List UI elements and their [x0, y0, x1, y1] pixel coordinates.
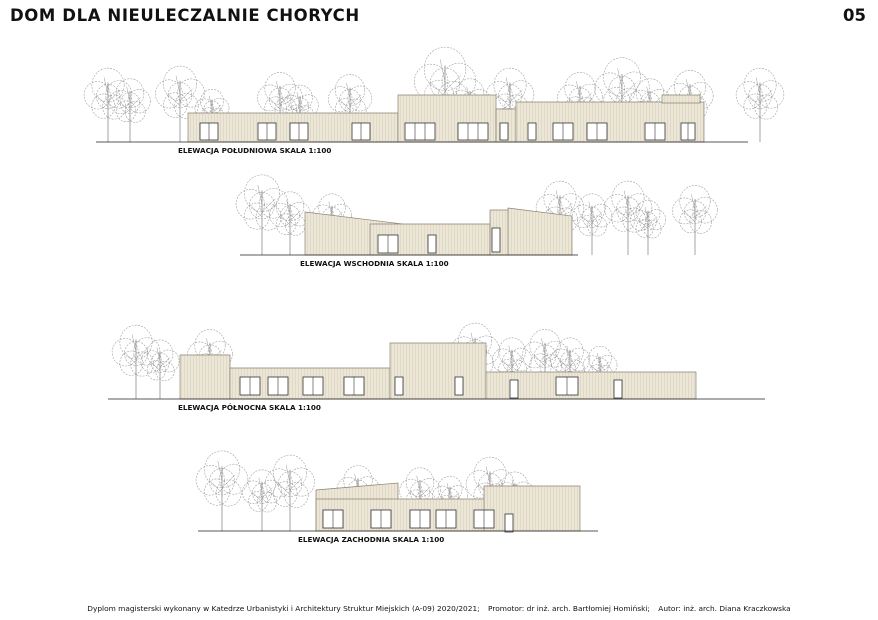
window: [239, 376, 261, 396]
window: [199, 122, 219, 141]
facade-block: [515, 101, 705, 143]
window: [427, 234, 437, 254]
footer-promoter: Promotor: dr inż. arch. Bartłomiej Homiń…: [488, 604, 650, 613]
window: [351, 122, 371, 141]
window: [504, 513, 514, 533]
window: [527, 122, 537, 141]
window: [267, 376, 289, 396]
facade-block: [507, 207, 573, 256]
window: [586, 122, 608, 141]
tree: [603, 180, 653, 255]
tree: [672, 185, 718, 255]
window: [377, 234, 399, 254]
window: [491, 227, 501, 253]
window: [394, 376, 404, 396]
window: [499, 122, 509, 141]
footer-diploma: Dyplom magisterski wykonany w Katedrze U…: [87, 604, 480, 613]
tree: [155, 65, 205, 142]
window: [613, 379, 623, 399]
tree: [241, 469, 283, 531]
elevation-label: ELEWACJA ZACHODNIA SKALA 1:100: [298, 535, 444, 544]
buildings-layer: [179, 94, 705, 533]
tree: [265, 454, 315, 531]
window: [409, 509, 431, 529]
facade-block: [179, 354, 231, 400]
window: [322, 509, 344, 529]
window: [555, 376, 579, 396]
tree: [235, 174, 289, 255]
tree: [735, 67, 785, 142]
facade-block: [389, 342, 487, 400]
elevation-label: ELEWACJA PÓŁNOCNA SKALA 1:100: [178, 403, 321, 412]
window: [302, 376, 324, 396]
page-number: 05: [843, 6, 866, 25]
window: [289, 122, 309, 141]
footer: Dyplom magisterski wykonany w Katedrze U…: [0, 604, 878, 613]
tree: [629, 199, 667, 255]
window: [435, 509, 457, 529]
tree: [195, 450, 249, 531]
elevation-labels: ELEWACJA POŁUDNIOWA SKALA 1:100ELEWACJA …: [178, 146, 449, 544]
window: [404, 122, 436, 141]
window: [509, 379, 519, 399]
window: [680, 122, 696, 141]
window: [343, 376, 365, 396]
ground-lines: [96, 141, 765, 532]
facade-block: [483, 485, 581, 532]
facade-block: [661, 94, 701, 104]
tree: [269, 191, 311, 255]
window: [370, 509, 392, 529]
window: [552, 122, 574, 141]
window: [257, 122, 277, 141]
window: [473, 509, 495, 529]
elevation-label: ELEWACJA WSCHODNIA SKALA 1:100: [300, 259, 449, 268]
page-title: DOM DLA NIEULECZALNIE CHORYCH: [10, 6, 360, 25]
tree: [571, 193, 613, 255]
window: [644, 122, 666, 141]
tree: [140, 339, 180, 399]
tree: [111, 324, 161, 399]
window: [457, 122, 489, 141]
tree: [109, 78, 151, 142]
window: [454, 376, 464, 396]
tree: [83, 67, 133, 142]
elevation-label: ELEWACJA POŁUDNIOWA SKALA 1:100: [178, 146, 331, 155]
footer-author: Autor: inż. arch. Diana Kraczkowska: [658, 604, 791, 613]
